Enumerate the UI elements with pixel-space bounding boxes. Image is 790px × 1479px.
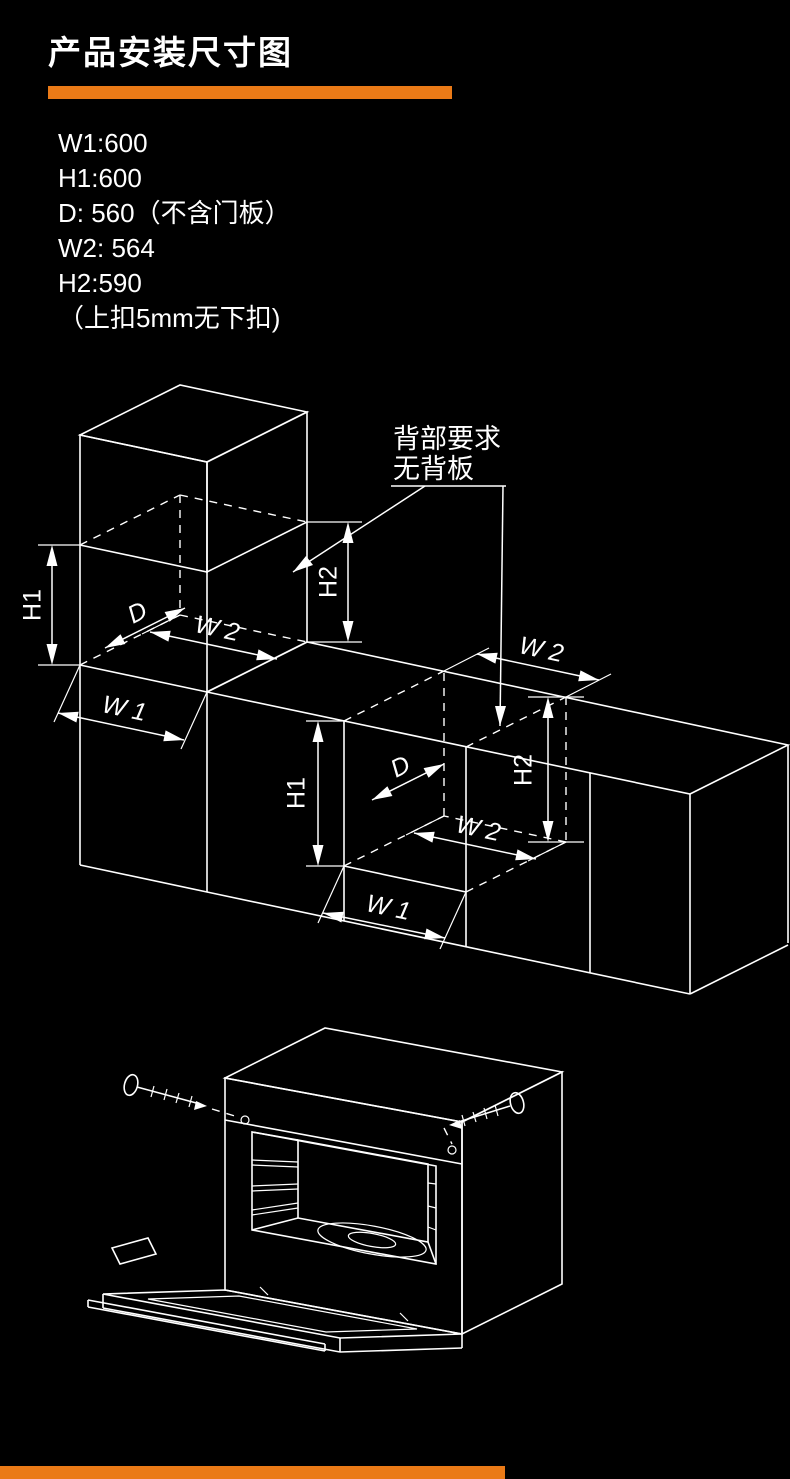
- dim-label-w1-upper: W 1: [100, 690, 149, 727]
- dimension-arrow-d-lower: D: [371, 750, 445, 801]
- title-underline-bar: [48, 86, 452, 99]
- spec-list: W1:600 H1:600 D: 560（不含门板） W2: 564 H2:59…: [58, 126, 291, 336]
- upper-niche-dashed-box: [79, 494, 308, 666]
- oven-cavity: [251, 1131, 437, 1265]
- dim-label-h2-upper: H2: [315, 566, 343, 598]
- dimension-arrow-h2-lower: H2: [510, 696, 584, 843]
- base-cabinet-run-drawing: [79, 641, 790, 995]
- dim-label-d-upper: D: [123, 596, 152, 629]
- spec-line-w1: W1:600: [58, 128, 148, 158]
- dim-label-h1-lower: H1: [283, 777, 311, 809]
- spec-line-h1: H1:600: [58, 163, 142, 193]
- dim-label-d-lower: D: [386, 750, 415, 783]
- dimension-arrow-h1-upper: H1: [19, 544, 80, 666]
- mounting-screw-right: [443, 1091, 525, 1155]
- oven-open-door: [87, 1237, 463, 1353]
- dim-label-h1-upper: H1: [19, 589, 47, 621]
- spec-line-w2: W2: 564: [58, 233, 155, 263]
- dimension-arrow-h2-upper: H2: [307, 521, 362, 643]
- oven-body: [222, 1027, 565, 1336]
- dim-label-w2-upper: W 2: [193, 610, 242, 647]
- spec-line-h2: H2:590: [58, 268, 142, 298]
- dimension-arrow-h1-lower: H1: [283, 720, 344, 867]
- back-panel-annotation: 背部要求 无背板: [292, 424, 506, 727]
- dimension-arrow-w1-upper: W 1: [53, 664, 208, 750]
- dim-label-w2-back: W 2: [517, 631, 566, 668]
- page-title: 产品安装尺寸图: [48, 34, 293, 71]
- dimension-arrow-w1-lower: W 1: [317, 865, 467, 950]
- dimension-arrow-w2-lower: W 2: [405, 810, 567, 862]
- dim-label-w2-lower: W 2: [454, 810, 503, 847]
- upper-cabinet-drawing: [77, 384, 310, 892]
- dim-label-w1-lower: W 1: [364, 889, 413, 926]
- annotation-line-2: 无背板: [393, 454, 474, 484]
- bottom-accent-bar: [0, 1466, 505, 1479]
- oven-illustration: [87, 1027, 565, 1353]
- annotation-line-1: 背部要求: [393, 424, 501, 454]
- dimension-arrow-d-upper: D: [104, 596, 186, 649]
- mounting-screw-left: [123, 1073, 250, 1125]
- spec-line-note: （上扣5mm无下扣): [58, 303, 281, 333]
- spec-line-d: D: 560（不含门板）: [58, 198, 291, 228]
- dimension-arrow-w2-back: W 2: [443, 631, 612, 698]
- dim-label-h2-lower: H2: [510, 754, 538, 786]
